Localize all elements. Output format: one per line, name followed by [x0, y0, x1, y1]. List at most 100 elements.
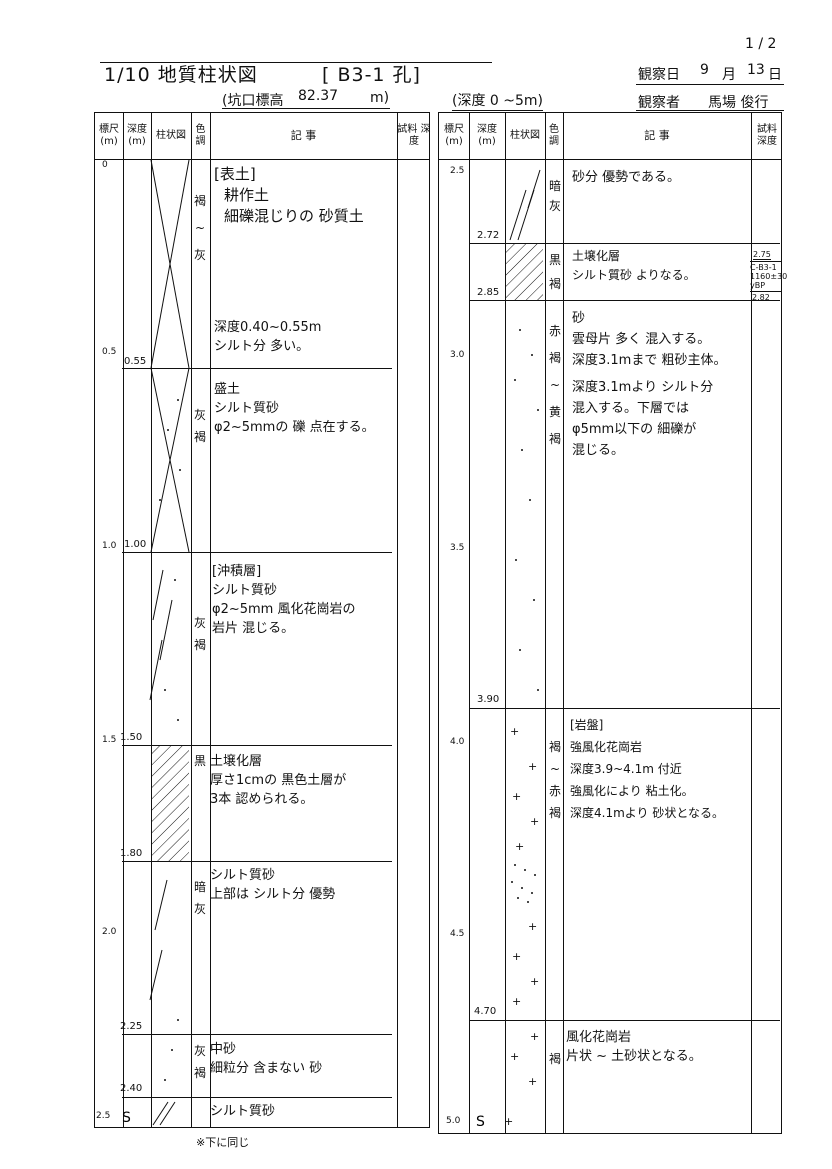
left-header-scale: 標尺 (m) — [99, 124, 119, 147]
left-note-silty-sand: シルト質砂 上部は シルト分 優勢 — [210, 868, 336, 902]
svg-text:+: + — [530, 1030, 539, 1043]
observer-underline — [636, 92, 784, 111]
left-color: 灰 褐 — [193, 408, 206, 444]
right-note-weathered-granite: 風化花崗岩 片状 ~ 土砂状となる。 — [566, 1030, 702, 1064]
right-color: 褐 ~ 赤 褐 — [548, 740, 561, 820]
right-depth: 4.70 — [474, 1006, 497, 1017]
svg-text:+: + — [530, 975, 539, 988]
right-header-sample: 試料 深度 — [757, 124, 777, 147]
footer-note: ※下に同じ — [196, 1136, 250, 1149]
sample-age: 1160±30 — [750, 272, 788, 281]
date-month-unit: 月 — [722, 67, 736, 83]
elevation-underline — [222, 90, 390, 109]
left-tick: 0.5 — [102, 347, 117, 357]
right-header-notes: 記 事 — [644, 129, 670, 142]
date-day: 13 — [747, 62, 765, 78]
svg-text:S: S — [476, 1114, 485, 1130]
hole-id: [ B3-1 孔] — [322, 64, 421, 86]
left-tick: 2.0 — [102, 927, 117, 937]
elevation-label: (坑口標高 — [222, 93, 284, 109]
left-header-notes: 記 事 — [290, 129, 317, 142]
left-tick: 2.5 — [96, 1111, 111, 1121]
left-depth: 1.50 — [120, 732, 143, 743]
right-header-column: 柱状図 — [510, 130, 540, 141]
right-color: 黒 褐 — [548, 253, 561, 291]
left-depth: 1.00 — [124, 539, 147, 550]
left-note-silty-sand-2: シルト質砂 — [210, 1104, 276, 1119]
left-color: 暗 灰 — [193, 880, 206, 916]
right-depth: 3.90 — [477, 694, 500, 705]
left-header-sample: 試料 深度 — [397, 124, 431, 147]
left-color: 灰 褐 — [193, 1044, 206, 1080]
date-underline — [636, 62, 784, 85]
layer-boundary — [470, 300, 780, 301]
right-tick: 3.0 — [450, 350, 465, 360]
left-note-alluvium: [沖積層] シルト質砂 φ2~5mm 風化花崗岩の 岩片 混じる。 — [212, 564, 356, 636]
sample-depth: 2.75 — [753, 250, 771, 260]
right-depth: 2.72 — [477, 230, 500, 241]
sample-label: C-B3-1 — [750, 263, 777, 272]
right-tick: 3.5 — [450, 543, 465, 553]
right-header-row — [439, 113, 781, 160]
right-log-panel: 標尺 (m) 深度 (m) 柱状図 色 調 記 事 試料 深度 — [438, 112, 782, 1134]
page-number: 1 / 2 — [745, 36, 777, 52]
layer-boundary — [470, 708, 780, 709]
right-tick: 2.5 — [450, 166, 465, 176]
svg-text:+: + — [512, 950, 521, 963]
date-day-unit: 日 — [768, 67, 782, 83]
right-tick: 5.0 — [446, 1116, 461, 1126]
right-depth: 2.85 — [477, 287, 500, 298]
right-color: 暗 灰 — [548, 179, 561, 213]
right-header-scale: 標尺 (m) — [444, 124, 464, 147]
left-note-silty: 深度0.40~0.55m シルト分 多い。 — [214, 320, 322, 354]
left-header-color: 色 調 — [195, 124, 206, 147]
right-note-soil-layer: 土壌化層 シルト質砂 よりなる。 — [572, 249, 696, 282]
layer-boundary — [122, 552, 392, 553]
right-tick: 4.0 — [450, 737, 465, 747]
sample-box: C-B3-1 1160±30 yBP — [750, 261, 788, 292]
observer-name: 馬場 俊行 — [708, 95, 769, 111]
left-note-topsoil: [表土] 耕作土 細礫混じりの 砂質土 — [214, 165, 364, 225]
sample-bottom-depth: 2.82 — [752, 293, 770, 302]
right-header-depth: 深度 (m) — [477, 124, 497, 147]
left-tick: 0 — [102, 160, 108, 170]
svg-text:+: + — [512, 790, 521, 803]
left-tick: 1.5 — [102, 735, 117, 745]
svg-text:+: + — [515, 840, 524, 853]
date-label: 観察日 — [638, 67, 680, 83]
right-header-color: 色 調 — [549, 124, 559, 147]
svg-text:+: + — [528, 760, 537, 773]
layer-boundary — [122, 1097, 392, 1098]
sample-unit: yBP — [750, 281, 766, 290]
left-note-fill: 盛土 シルト質砂 φ2~5mmの 礫 点在する。 — [214, 382, 375, 435]
left-note-medium-sand: 中砂 細粒分 含まない 砂 — [210, 1042, 323, 1076]
right-color: 褐 — [548, 1052, 561, 1066]
svg-text:+: + — [510, 1050, 519, 1063]
left-color: 黒 — [193, 754, 206, 768]
title-underline — [100, 62, 492, 63]
layer-boundary — [122, 368, 392, 369]
left-depth: 0.55 — [124, 356, 147, 367]
left-color: 褐 ~ 灰 — [193, 194, 206, 262]
date-month: 9 — [700, 62, 709, 78]
left-depth: 2.40 — [120, 1083, 143, 1094]
right-note-sand-dominant: 砂分 優勢である。 — [572, 170, 681, 185]
right-color: 赤 褐 ~ 黄 褐 — [548, 324, 561, 446]
elevation-value: 82.37 — [298, 88, 339, 104]
svg-text:+: + — [528, 920, 537, 933]
layer-boundary — [470, 1020, 780, 1021]
layer-boundary — [122, 1034, 392, 1035]
right-note-bedrock: [岩盤] 強風化花崗岩 深度3.9~4.1m 付近 強風化により 粘土化。 深度… — [570, 718, 724, 820]
elevation-unit: m) — [370, 90, 390, 106]
left-log-panel: 標尺 (m) 深度 (m) 柱状図 色 調 記 事 試料 深度 — [94, 112, 431, 1128]
svg-text:+: + — [530, 815, 539, 828]
svg-text:+: + — [512, 995, 521, 1008]
left-header-depth: 深度 (m) — [127, 124, 147, 147]
svg-text:+: + — [504, 1115, 513, 1128]
observer-label: 観察者 — [638, 95, 680, 111]
right-note-sand: 砂 雲母片 多く 混入する。 深度3.1mまで 粗砂主体。 深度3.1mより シ… — [572, 311, 727, 458]
svg-text:+: + — [510, 725, 519, 738]
depth-range: (深度 0 ~5m) — [452, 90, 544, 111]
svg-text:S: S — [122, 1110, 131, 1126]
